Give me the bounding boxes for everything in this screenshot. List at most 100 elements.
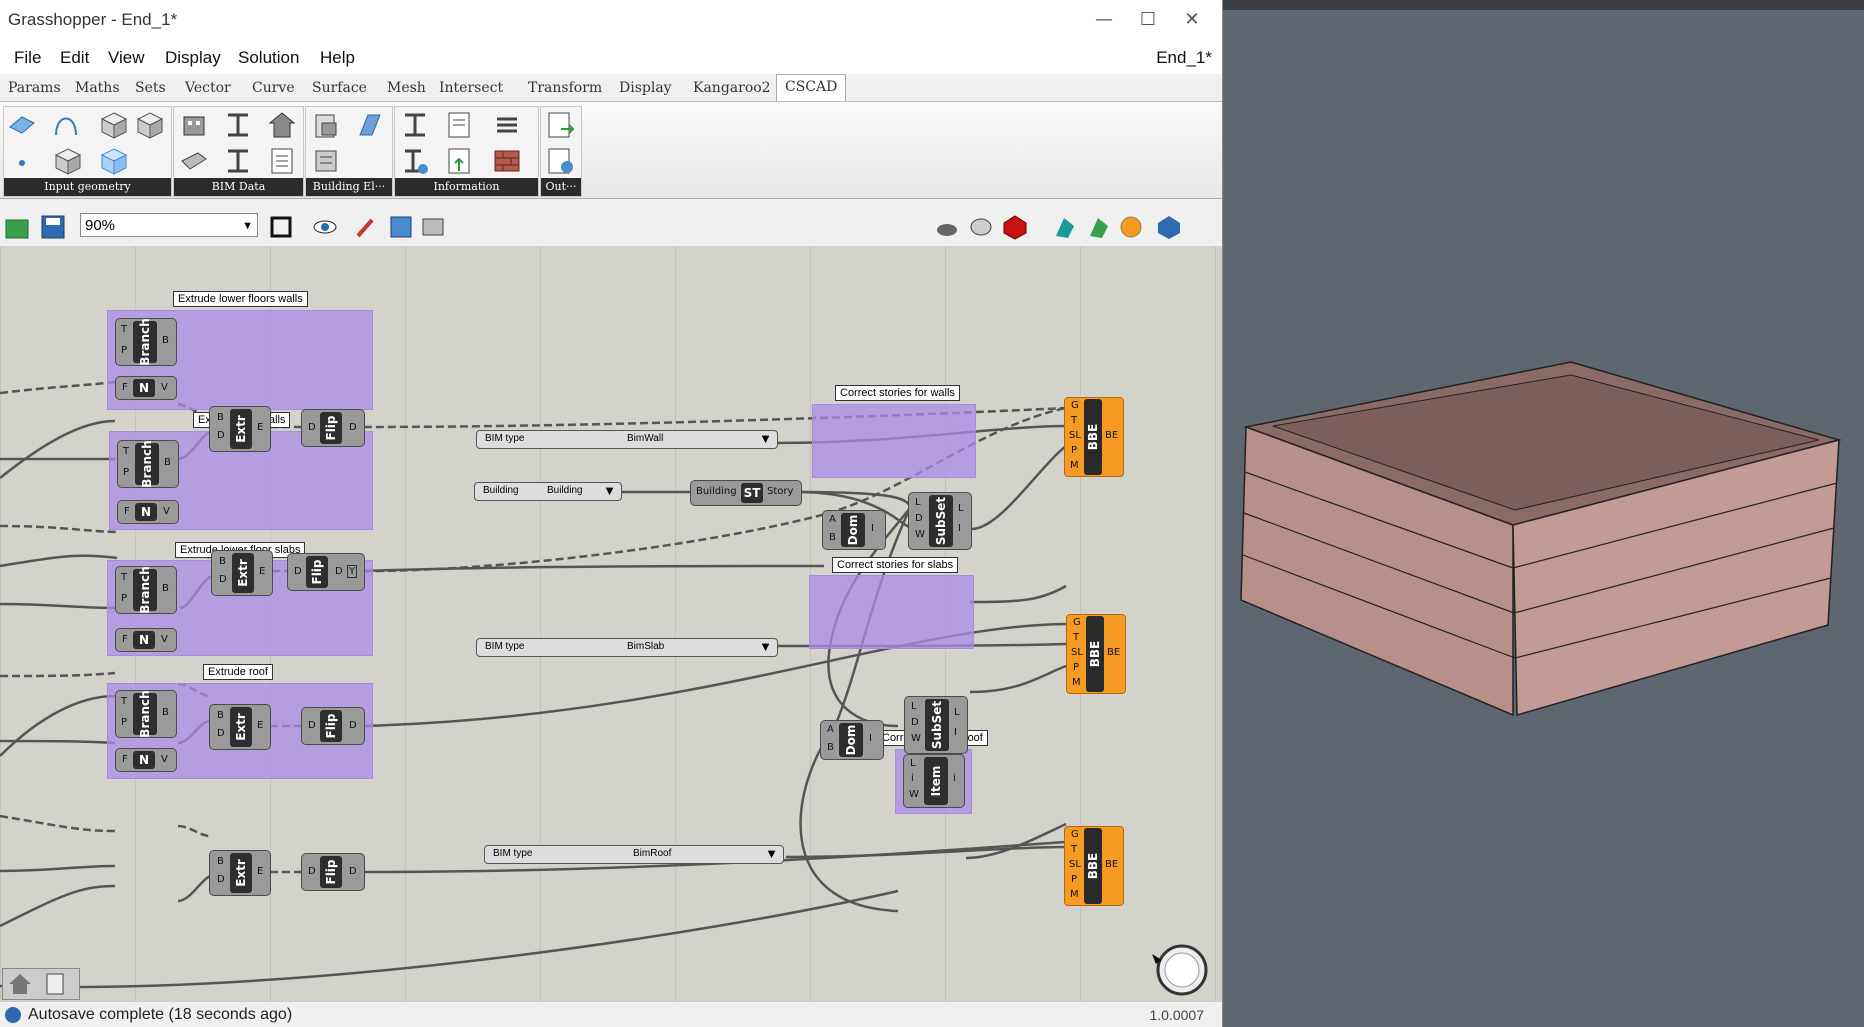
grasshopper-canvas[interactable]: Extrude lower floors walls Extrude roof … <box>0 246 1222 1001</box>
port-b: B <box>217 856 224 867</box>
building-value-list[interactable]: Building Building ▼ <box>474 482 622 501</box>
bim-type-wall-list[interactable]: BIM type BimWall ▼ <box>476 430 778 449</box>
tab-display[interactable]: Display <box>619 80 672 96</box>
extrude-component[interactable]: B D Extr E <box>209 406 271 452</box>
zoom-dropdown[interactable]: 90%▼ <box>80 213 258 237</box>
save-icon[interactable] <box>40 214 66 240</box>
box-icon[interactable] <box>136 111 164 139</box>
list-item-component[interactable]: L i W Item i <box>903 754 965 808</box>
tab-kangaroo2[interactable]: Kangaroo2 <box>693 80 771 96</box>
close-button[interactable]: ✕ <box>1184 9 1200 30</box>
display-mode-icon[interactable] <box>1156 214 1182 240</box>
menu-solution[interactable]: Solution <box>238 48 300 67</box>
story-component[interactable]: Building ST Story <box>690 480 802 506</box>
snapshot-icon[interactable] <box>420 214 446 240</box>
list-icon[interactable] <box>268 147 296 175</box>
plane-icon[interactable] <box>8 111 36 139</box>
column-icon[interactable] <box>224 147 252 175</box>
tab-cscad[interactable]: CSCAD <box>776 74 847 103</box>
bim-type-slab-list[interactable]: BIM type BimSlab ▼ <box>476 638 778 657</box>
selected-preview-icon[interactable] <box>1086 214 1112 240</box>
branch-component[interactable]: T P Branch B <box>115 690 177 738</box>
tab-transform[interactable]: Transform <box>528 80 603 96</box>
rhino-viewport[interactable] <box>1223 0 1864 1027</box>
rhino-icon[interactable] <box>7 972 33 996</box>
maximize-button[interactable]: ☐ <box>1139 9 1157 30</box>
ifc-export-icon[interactable] <box>547 111 575 139</box>
mesh-preview-icon[interactable] <box>1052 214 1078 240</box>
preview-off-icon[interactable] <box>934 214 960 240</box>
branch-component[interactable]: T P Branch B <box>115 566 177 614</box>
box-blue-icon[interactable] <box>100 147 128 175</box>
branch-component[interactable]: T P Branch B <box>115 318 177 366</box>
beam-icon[interactable] <box>224 111 252 139</box>
layers-info-icon[interactable] <box>493 111 521 139</box>
shaded-preview-icon[interactable] <box>1002 214 1028 240</box>
slab-icon[interactable] <box>180 147 208 175</box>
minimize-button[interactable]: — <box>1095 9 1113 30</box>
menu-edit[interactable]: Edit <box>60 48 90 67</box>
box-icon[interactable] <box>54 147 82 175</box>
port-d: D <box>217 728 225 739</box>
bbe-roof-component[interactable]: G T SL P M BBE BE <box>1064 826 1124 906</box>
document-settings-icon[interactable] <box>43 972 69 996</box>
menu-view[interactable]: View <box>108 48 145 67</box>
material-preview-icon[interactable] <box>1118 214 1144 240</box>
menu-file[interactable]: File <box>14 48 42 67</box>
document-info-icon[interactable] <box>445 111 473 139</box>
curve-icon[interactable] <box>52 109 80 137</box>
box-icon[interactable] <box>100 111 128 139</box>
align-icon[interactable] <box>388 214 414 240</box>
brick-wall-icon[interactable] <box>493 147 521 175</box>
tab-curve[interactable]: Curve <box>252 80 295 96</box>
subset-component[interactable]: L D W SubSet L I <box>908 492 972 550</box>
element-list-icon[interactable] <box>312 147 340 175</box>
flip-component[interactable]: D Flip D <box>301 409 365 447</box>
group-correct-stories-walls[interactable] <box>812 404 976 478</box>
subset-component[interactable]: L D W SubSet L I <box>904 696 968 754</box>
n-component[interactable]: F N V <box>117 500 179 524</box>
menu-help[interactable]: Help <box>320 48 355 67</box>
tab-surface[interactable]: Surface <box>312 80 367 96</box>
building-element-icon[interactable] <box>312 111 340 139</box>
tab-sets[interactable]: Sets <box>135 80 166 96</box>
flip-component[interactable]: D Flip D Y <box>287 553 365 591</box>
tab-params[interactable]: Params <box>8 80 61 96</box>
building-icon[interactable] <box>180 111 208 139</box>
domain-component[interactable]: A B Dom I <box>820 720 884 760</box>
beam-info-icon[interactable] <box>401 111 429 139</box>
tab-maths[interactable]: Maths <box>75 80 120 96</box>
n-component[interactable]: F N V <box>115 376 177 400</box>
beam-i-icon[interactable] <box>401 147 429 175</box>
tab-mesh[interactable]: Mesh <box>387 80 426 96</box>
port-g: G <box>1073 617 1081 628</box>
wall-icon[interactable] <box>356 111 384 139</box>
sketch-brush-icon[interactable] <box>354 214 380 240</box>
flip-component[interactable]: D Flip D <box>301 853 365 891</box>
bbe-slab-component[interactable]: G T SL P M BBE BE <box>1066 614 1126 694</box>
n-component[interactable]: F N V <box>115 748 177 772</box>
flip-component[interactable]: D Flip D <box>301 707 365 745</box>
bim-type-roof-list[interactable]: BIM type BimRoof ▼ <box>484 845 784 864</box>
port-v: V <box>161 754 168 765</box>
export-doc-icon[interactable] <box>445 147 473 175</box>
extrude-component[interactable]: B D Extr E <box>209 850 271 896</box>
preview-eye-icon[interactable] <box>312 214 338 240</box>
open-file-icon[interactable] <box>4 214 30 240</box>
tab-vector[interactable]: Vector <box>185 80 231 96</box>
n-component[interactable]: F N V <box>115 628 177 652</box>
branch-component[interactable]: T P Branch B <box>117 440 179 488</box>
menu-display[interactable]: Display <box>165 48 221 67</box>
zoom-extents-icon[interactable] <box>268 214 294 240</box>
tab-intersect[interactable]: Intersect <box>439 80 504 96</box>
house-icon[interactable] <box>268 111 296 139</box>
group-correct-stories-slabs[interactable] <box>809 575 974 649</box>
domain-component[interactable]: A B Dom I <box>822 510 886 550</box>
wireframe-preview-icon[interactable] <box>968 214 994 240</box>
point-icon[interactable] <box>8 149 36 177</box>
settings-doc-icon[interactable] <box>547 147 575 175</box>
navigation-compass-icon[interactable] <box>1148 936 1208 996</box>
extrude-component[interactable]: B D Extr E <box>209 704 271 750</box>
extrude-component[interactable]: B D Extr E <box>211 550 273 596</box>
bbe-wall-component[interactable]: G T SL P M BBE BE <box>1064 397 1124 477</box>
